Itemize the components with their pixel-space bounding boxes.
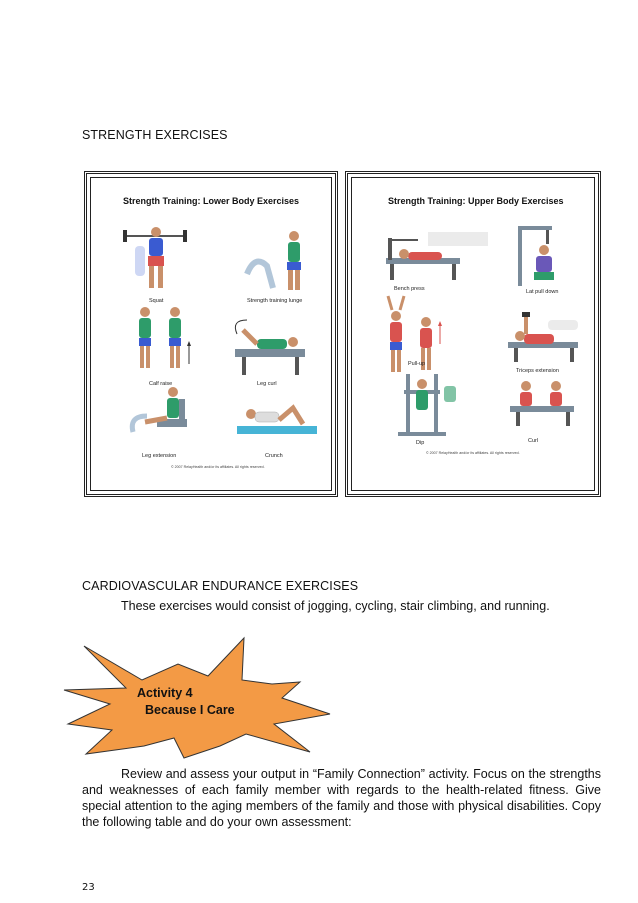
starburst-shape bbox=[63, 636, 331, 759]
page-number: 23 bbox=[82, 882, 95, 893]
leg-extension-figure bbox=[129, 387, 187, 433]
caption-crunch: Crunch bbox=[265, 453, 283, 459]
leg-curl-figure bbox=[234, 319, 305, 375]
cardio-heading: CARDIOVASCULAR ENDURANCE EXERCISES bbox=[82, 579, 359, 593]
caption-dip: Dip bbox=[416, 440, 425, 446]
lat-pulldown-figure bbox=[518, 226, 554, 286]
strength-heading: STRENGTH EXERCISES bbox=[82, 128, 228, 142]
upper-copyright: © 2007 RelayHealth and/or its affiliates… bbox=[426, 451, 520, 455]
dip-figure bbox=[398, 374, 456, 436]
lower-body-panel: Strength Training: Lower Body Exercises bbox=[84, 171, 338, 497]
lower-panel-title: Strength Training: Lower Body Exercises bbox=[123, 196, 300, 206]
caption-curl: Curl bbox=[528, 438, 539, 444]
caption-pullup: Pull-up bbox=[408, 361, 426, 367]
upper-body-panel: Strength Training: Upper Body Exercises bbox=[345, 171, 601, 497]
calf-raise-figure bbox=[139, 307, 191, 368]
upper-body-illustrations bbox=[386, 226, 578, 436]
cardio-text: These exercises would consist of jogging… bbox=[121, 599, 550, 613]
activity-badge: Activity 4 Because I Care bbox=[60, 634, 332, 759]
lunge-figure bbox=[244, 231, 301, 290]
activity-subtitle: Because I Care bbox=[145, 703, 235, 717]
caption-lat-pulldown: Lat pull down bbox=[526, 289, 559, 295]
lower-body-illustrations bbox=[123, 227, 317, 434]
activity-title: Activity 4 bbox=[137, 686, 193, 700]
crunch-figure bbox=[237, 404, 317, 434]
caption-leg-extension: Leg extension bbox=[142, 453, 177, 459]
bench-press-figure bbox=[386, 232, 488, 280]
caption-leg-curl: Leg curl bbox=[257, 381, 277, 387]
caption-bench-press: Bench press bbox=[394, 286, 425, 292]
instruction-text: Review and assess your output in “Family… bbox=[82, 767, 601, 829]
lower-copyright: © 2007 RelayHealth and/or its affiliates… bbox=[171, 465, 265, 469]
caption-triceps-extension: Triceps extension bbox=[516, 368, 559, 374]
pullup-figure bbox=[386, 295, 442, 372]
upper-panel-title: Strength Training: Upper Body Exercises bbox=[388, 196, 564, 206]
caption-squat: Squat bbox=[149, 298, 164, 304]
squat-figure bbox=[123, 227, 187, 288]
triceps-extension-figure bbox=[508, 312, 578, 362]
curl-figure bbox=[510, 381, 574, 426]
caption-lunge: Strength training lunge bbox=[247, 298, 303, 304]
caption-calf-raise: Calf raise bbox=[149, 381, 173, 387]
